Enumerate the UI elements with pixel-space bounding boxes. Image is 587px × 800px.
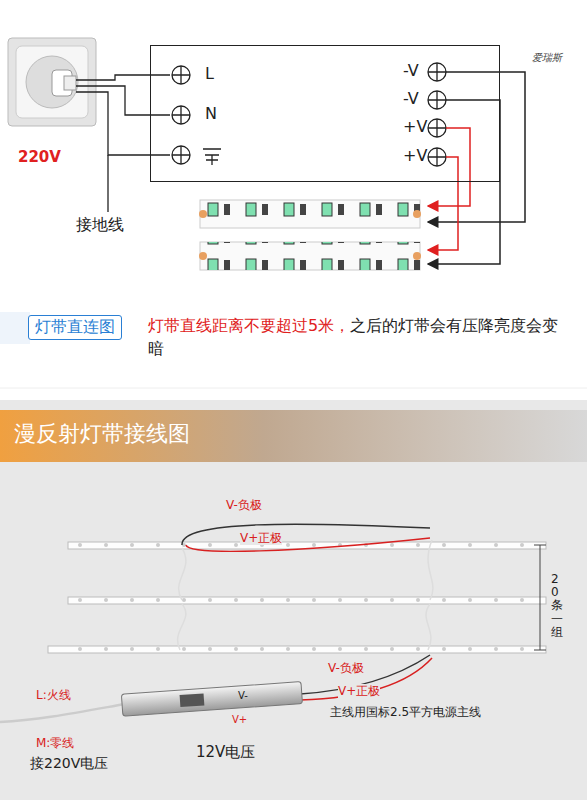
- terminal-label: -V: [403, 89, 419, 108]
- caption-box: 灯带直连图: [28, 315, 122, 340]
- note-label: 12V电压: [196, 743, 255, 761]
- terminal-label: +V: [403, 117, 427, 136]
- note-label: V-负极: [328, 661, 364, 675]
- power-supply-box: L N -V -V +V +V: [150, 45, 500, 182]
- watermark: 爱瑞斯: [532, 52, 562, 64]
- terminal-label: L: [205, 64, 214, 83]
- note-label: V-: [238, 690, 248, 702]
- warning-text: 灯带直线距离不要超过5米，: [148, 316, 350, 335]
- terminal-label: +V: [403, 146, 427, 165]
- terminal-label: -V: [403, 61, 419, 80]
- note-label: V+正极: [240, 531, 282, 545]
- note-label: 20条一组: [551, 573, 563, 639]
- terminal-label: N: [205, 104, 217, 123]
- note-label: M:零线: [36, 736, 74, 750]
- note-label: 220V: [18, 148, 61, 166]
- note-label: 接地线: [76, 215, 124, 234]
- note-label: V+: [232, 714, 247, 726]
- note-label: V+正极: [338, 684, 380, 698]
- note-label: V-负极: [226, 498, 262, 512]
- title: 漫反射灯带接线图: [14, 421, 190, 447]
- note-label: 接220V电压: [30, 755, 108, 772]
- caption-text: 灯带直线距离不要超过5米，之后的灯带会有压降亮度会变暗: [148, 314, 568, 360]
- note-label: L:火线: [36, 688, 71, 702]
- note-label: 主线用国标2.5平方电源主线: [330, 705, 481, 719]
- caption-title: 灯带直连图: [35, 317, 115, 338]
